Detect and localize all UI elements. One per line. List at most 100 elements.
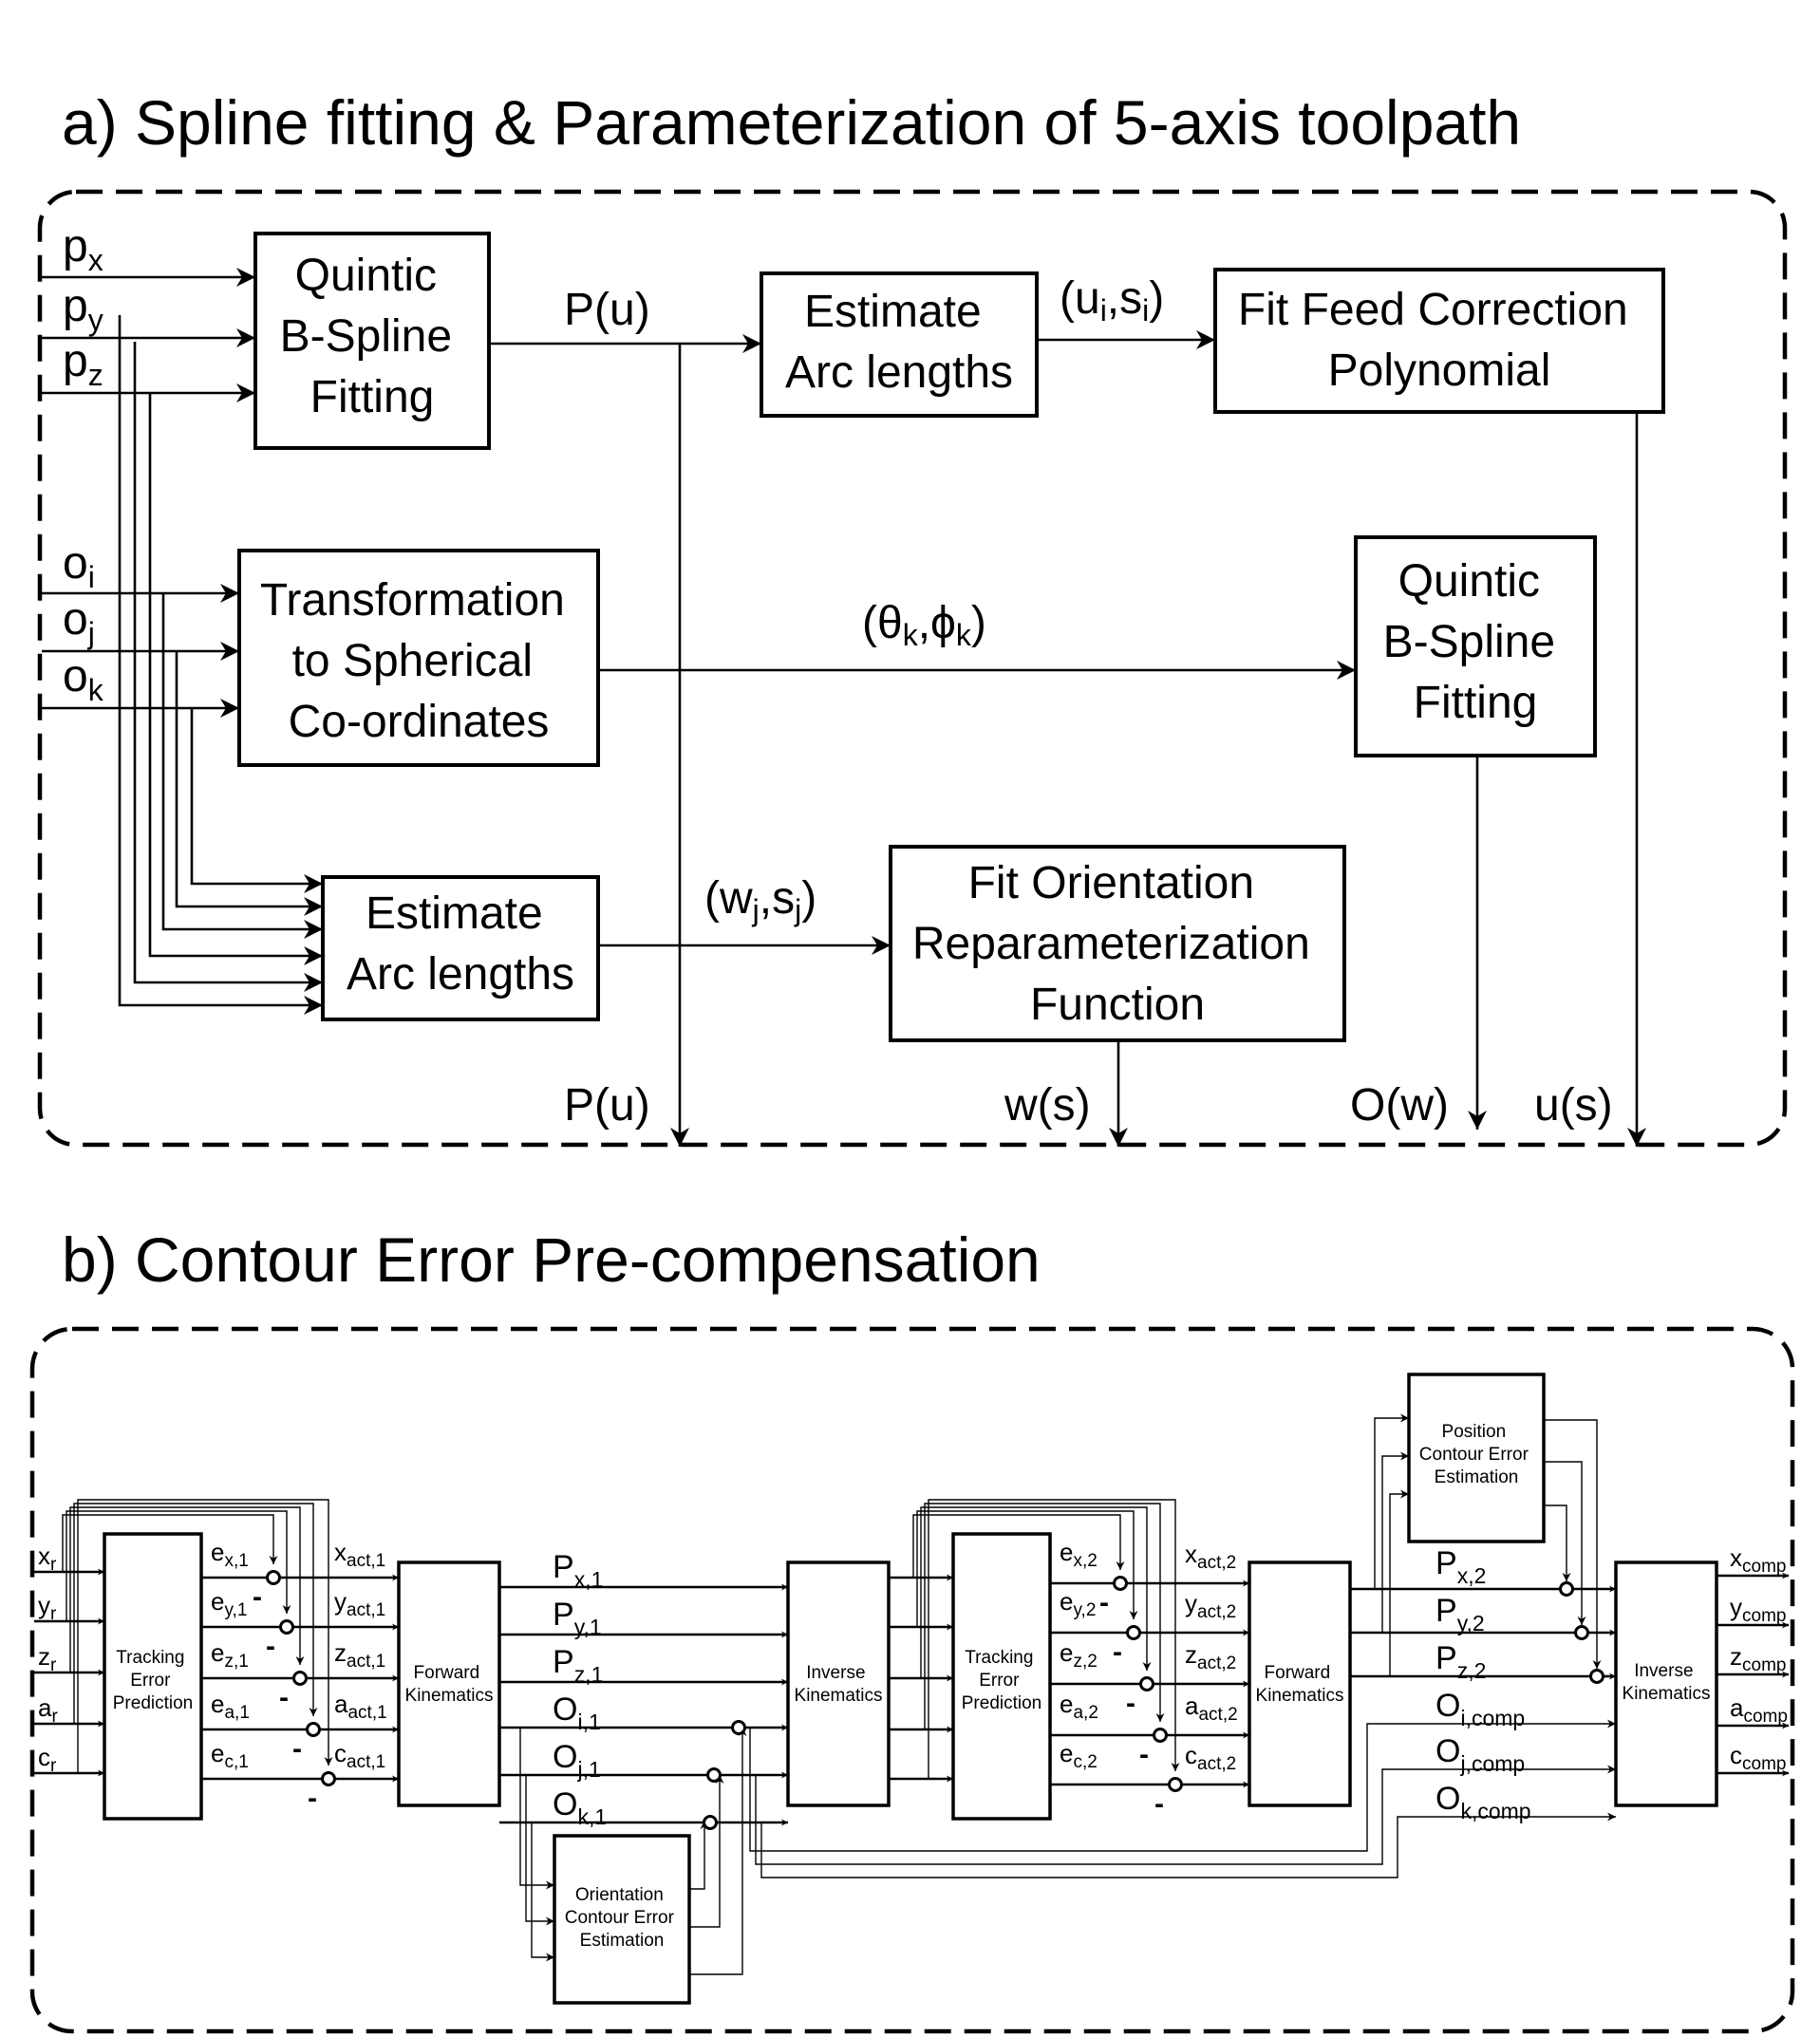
error-label-0-1: ex,1 (211, 1538, 249, 1571)
quintic-bspline-box-1 (253, 232, 491, 450)
orient-sum-junction-0 (731, 1720, 746, 1735)
transform-spherical-label: Transformation to Spherical Co-ordinates (260, 575, 577, 747)
fk-output-2-1: Pz,1 (553, 1644, 603, 1687)
pos-sum-junction-1 (1574, 1625, 1589, 1640)
sum-junction-1-1 (279, 1619, 294, 1635)
sum-junction-2-2 (1139, 1676, 1154, 1691)
panel-a-title: a) Spline fitting & Parameterization of … (62, 87, 1521, 158)
input-oi: oi (63, 538, 95, 594)
position-contour-error-box (1407, 1373, 1546, 1543)
input-zr: zr (38, 1642, 57, 1675)
error-label-2-1: ez,1 (211, 1638, 249, 1672)
output-y-comp: ycomp (1730, 1593, 1786, 1626)
output-ow: O(w) (1350, 1080, 1449, 1131)
input-xr: xr (38, 1542, 57, 1575)
orientation-contour-error-box (553, 1834, 691, 2005)
output-z-comp: zcomp (1730, 1642, 1786, 1675)
tracking-error-box-2 (951, 1532, 1052, 1821)
pos-sum-junction-2 (1589, 1669, 1604, 1684)
panel-b-signals: xryrzrarcrex,1-xact,1ey,1-yact,1ez,1-zac… (34, 1538, 1789, 1830)
output-a-comp: acomp (1730, 1693, 1788, 1727)
output-ws: w(s) (1004, 1080, 1091, 1131)
fk-output-5-1: Ok,1 (553, 1786, 607, 1829)
actual-label-3-1: aact,1 (334, 1690, 387, 1723)
forward-kinematics-label-2: Forward Kinematics (1256, 1663, 1344, 1706)
minus-sign-1-4: - (308, 1783, 317, 1814)
minus-sign-2-1: - (1113, 1636, 1122, 1668)
fk-output-3-1: Oi,1 (553, 1691, 601, 1734)
actual-label-1-2: yact,2 (1185, 1589, 1236, 1622)
forward-kinematics-box-1 (397, 1560, 501, 1807)
actual-label-2-1: zact,1 (334, 1638, 385, 1672)
panel-b-title: b) Contour Error Pre-compensation (62, 1224, 1041, 1295)
sum-junction-2-3 (1153, 1728, 1168, 1743)
minus-sign-1-3: - (292, 1733, 302, 1765)
fit-feed-label: Fit Feed Correction Polynomial (1238, 285, 1641, 396)
tracking-error-label-2: Tracking Error Prediction (962, 1648, 1042, 1713)
quintic-bspline-label-2: Quintic B-Spline Fitting (1383, 556, 1568, 728)
panel-a: a) Spline fitting & Parameterization of … (37, 87, 1788, 1148)
actual-label-3-2: aact,2 (1185, 1691, 1238, 1725)
input-px: px (63, 221, 103, 277)
fk-output-0-2: Px,2 (1435, 1545, 1486, 1588)
quintic-bspline-label-1: Quintic B-Spline Fitting (280, 251, 465, 422)
output-pu: P(u) (564, 1080, 650, 1131)
input-oj: oj (63, 594, 95, 650)
actual-label-4-2: cact,2 (1185, 1741, 1236, 1774)
sum-junction-2-0 (1113, 1576, 1128, 1591)
error-label-2-2: ez,2 (1060, 1638, 1098, 1672)
inverse-kinematics-label-2: Inverse Kinematics (1623, 1661, 1711, 1704)
minus-sign-1-1: - (266, 1631, 275, 1662)
input-ar: ar (38, 1693, 58, 1727)
inverse-kinematics-box-1 (786, 1560, 891, 1807)
sum-junction-1-4 (321, 1771, 336, 1786)
fk-output-4-2: Oj,comp (1435, 1733, 1525, 1776)
output-c-comp: ccomp (1730, 1741, 1786, 1774)
panel-b: b) Contour Error Pre-compensation Tracki… (29, 1224, 1795, 2034)
error-label-1-1: ey,1 (211, 1587, 247, 1620)
output-x-comp: xcomp (1730, 1543, 1786, 1577)
signal-theta-phi: (θk,ϕk) (862, 598, 986, 652)
orient-sum-junction-2 (703, 1815, 718, 1830)
error-label-0-2: ex,2 (1060, 1538, 1098, 1571)
fit-orientation-label: Fit Orientation Reparameterization Funct… (912, 858, 1323, 1030)
signal-wj-sj: (wj,sj) (704, 873, 816, 927)
minus-sign-2-3: - (1139, 1739, 1149, 1770)
error-label-3-2: ea,2 (1060, 1690, 1098, 1723)
actual-label-4-1: cact,1 (334, 1739, 385, 1772)
sum-junction-1-3 (306, 1722, 321, 1737)
forward-kinematics-label-1: Forward Kinematics (405, 1663, 494, 1706)
fk-output-0-1: Px,1 (553, 1549, 603, 1592)
forward-kinematics-box-2 (1248, 1560, 1352, 1807)
signal-pu-top: P(u) (564, 285, 650, 335)
error-label-4-2: ec,2 (1060, 1739, 1098, 1772)
fk-output-5-2: Ok,comp (1435, 1781, 1531, 1823)
error-label-1-2: ey,2 (1060, 1587, 1096, 1620)
minus-sign-1-0: - (253, 1581, 262, 1613)
transform-spherical-box (237, 549, 600, 767)
orient-sum-junction-1 (706, 1767, 722, 1783)
input-pz: pz (63, 336, 103, 392)
tracking-error-box-1 (103, 1532, 203, 1821)
fk-output-1-2: Py,2 (1435, 1593, 1485, 1635)
sum-junction-1-0 (266, 1570, 281, 1585)
minus-sign-2-4: - (1154, 1788, 1164, 1820)
minus-sign-1-2: - (279, 1682, 289, 1713)
panel-a-connections (118, 315, 1646, 1147)
minus-sign-2-2: - (1126, 1688, 1135, 1719)
actual-label-1-1: yact,1 (334, 1587, 385, 1620)
input-py: py (63, 281, 103, 337)
tracking-error-label-1: Tracking Error Prediction (113, 1648, 194, 1713)
inverse-kinematics-label-1: Inverse Kinematics (795, 1663, 883, 1706)
sum-junction-2-4 (1168, 1777, 1183, 1792)
pos-sum-junction-0 (1559, 1581, 1574, 1597)
estimate-arc-label-2: Estimate Arc lengths (347, 888, 574, 1000)
panel-a-frame (37, 189, 1788, 1148)
orientation-contour-error-label: Orientation Contour Error Estimation (565, 1885, 679, 1951)
actual-label-0-1: xact,1 (334, 1538, 385, 1571)
fk-output-3-2: Oi,comp (1435, 1688, 1525, 1730)
actual-label-2-2: zact,2 (1185, 1640, 1236, 1673)
estimate-arc-box-2 (321, 875, 600, 1021)
input-yr: yr (38, 1591, 57, 1624)
